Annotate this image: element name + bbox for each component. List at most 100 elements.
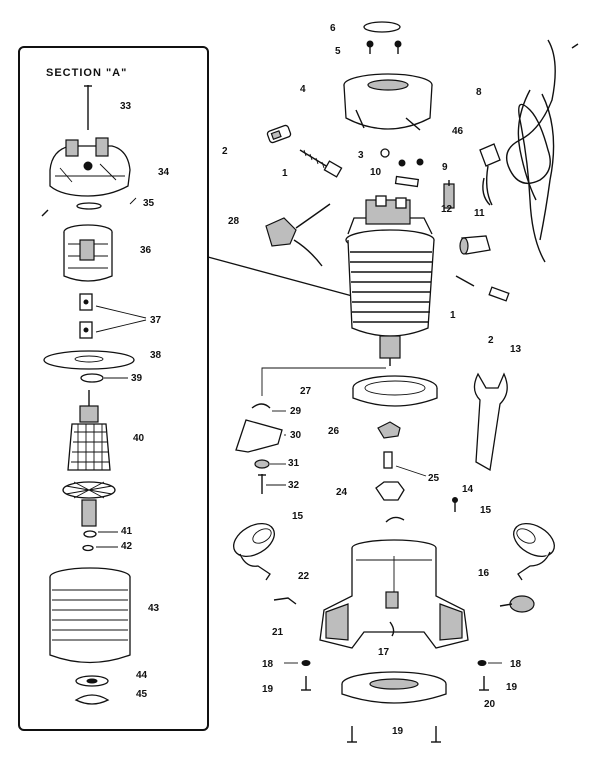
- part-41-42-washers: [82, 530, 118, 552]
- callout-30: 30: [290, 430, 302, 441]
- callout-39: 39: [131, 373, 143, 384]
- part-10-bracket: [394, 158, 424, 188]
- section-a-frame: [18, 46, 209, 731]
- section-a-title: SECTION "A": [46, 67, 127, 79]
- callout-16: 16: [478, 568, 490, 579]
- section-leader-line: [207, 256, 357, 298]
- callout-27: 27: [300, 386, 312, 397]
- part-13-wrench: [473, 372, 508, 472]
- callout-37: 37: [150, 315, 162, 326]
- callout-19b: 19: [506, 682, 518, 693]
- part-29-spring: [251, 403, 286, 412]
- callout-8: 8: [476, 87, 482, 98]
- part-16-thumbscrew: [499, 595, 535, 613]
- part-1-rod-upper: [299, 149, 343, 178]
- callout-33: 33: [120, 101, 132, 112]
- callout-21: 21: [272, 627, 284, 638]
- part-26-nut: [377, 421, 401, 439]
- part-5-screws: [366, 40, 402, 54]
- part-34-brush-holder: [49, 137, 131, 197]
- callout-3: 3: [358, 150, 364, 161]
- callout-38: 38: [150, 350, 162, 361]
- part-2-switch-upper: [266, 124, 292, 144]
- part-20-base-plate: [341, 671, 447, 704]
- callout-15a: 15: [292, 511, 304, 522]
- part-15-knob-right: [513, 522, 555, 581]
- part-43-field-housing: [49, 567, 131, 664]
- part-18-washers: [284, 660, 502, 666]
- callout-24: 24: [336, 487, 348, 498]
- callout-45: 45: [136, 689, 148, 700]
- part-39-bearing: [80, 373, 128, 383]
- callout-4: 4: [300, 84, 306, 95]
- callout-19c: 19: [392, 726, 404, 737]
- part-12-connector: [443, 180, 455, 209]
- callout-31: 31: [288, 458, 300, 469]
- part-33-screw: [84, 85, 92, 130]
- part-4-top-housing: [343, 73, 433, 131]
- callout-43: 43: [148, 603, 160, 614]
- part-22-bolt: [273, 597, 297, 605]
- part-30-lever: [235, 419, 286, 453]
- group-bracket-29-32: [261, 367, 386, 396]
- part-44-ring: [75, 675, 109, 687]
- part-11-clamp: [482, 177, 491, 206]
- callout-22: 22: [298, 571, 310, 582]
- part-27-ring: [352, 375, 438, 407]
- part-motor-terminals: [455, 275, 510, 302]
- part-45-clip: [74, 694, 110, 705]
- part-19-screws: [301, 676, 489, 743]
- callout-13: 13: [510, 344, 522, 355]
- part-40-armature: [62, 390, 116, 527]
- callout-35: 35: [143, 198, 155, 209]
- callout-20: 20: [484, 699, 496, 710]
- part-3-screw: [380, 148, 390, 158]
- callout-1b: 1: [450, 310, 456, 321]
- callout-2b: 2: [488, 335, 494, 346]
- callout-29: 29: [290, 406, 302, 417]
- callout-10: 10: [370, 167, 382, 178]
- callout-2a: 2: [222, 146, 228, 157]
- callout-46: 46: [452, 126, 464, 137]
- callout-18a: 18: [262, 659, 274, 670]
- part-24-collet-nut: [375, 481, 405, 501]
- part-25-pin: [383, 451, 427, 477]
- part-plug-cylinder: [459, 235, 491, 255]
- callout-25: 25: [428, 473, 440, 484]
- part-46-strain-relief: [479, 143, 501, 206]
- part-17-base-housing: [319, 539, 469, 649]
- callout-6: 6: [330, 23, 336, 34]
- part-32-screw: [258, 474, 286, 494]
- callout-19a: 19: [262, 684, 274, 695]
- callout-11: 11: [474, 208, 485, 219]
- callout-17: 17: [378, 647, 390, 658]
- part-15-knob-left: [233, 522, 275, 581]
- part-28-switch-wires: [265, 203, 331, 267]
- part-35-washer: [41, 197, 137, 217]
- callout-18b: 18: [510, 659, 522, 670]
- callout-9: 9: [442, 162, 448, 173]
- part-38-baffle: [43, 350, 135, 370]
- callout-44: 44: [136, 670, 148, 681]
- callout-28: 28: [228, 216, 240, 227]
- part-1-motor-body: [345, 195, 435, 366]
- callout-40: 40: [133, 433, 145, 444]
- part-36-upper-housing: [63, 224, 113, 282]
- callout-5: 5: [335, 46, 341, 57]
- part-31-nut: [254, 459, 286, 469]
- callout-12: 12: [441, 204, 453, 215]
- part-37-brushes: [79, 293, 147, 339]
- callout-34: 34: [158, 167, 170, 178]
- callout-1a: 1: [282, 168, 288, 179]
- callout-15b: 15: [480, 505, 492, 516]
- callout-41: 41: [121, 526, 133, 537]
- callout-42: 42: [121, 541, 133, 552]
- callout-36: 36: [140, 245, 152, 256]
- part-6-cap: [363, 21, 401, 33]
- callout-26: 26: [328, 426, 340, 437]
- part-8-power-cord: [506, 39, 579, 263]
- callout-32: 32: [288, 480, 300, 491]
- callout-14: 14: [462, 484, 474, 495]
